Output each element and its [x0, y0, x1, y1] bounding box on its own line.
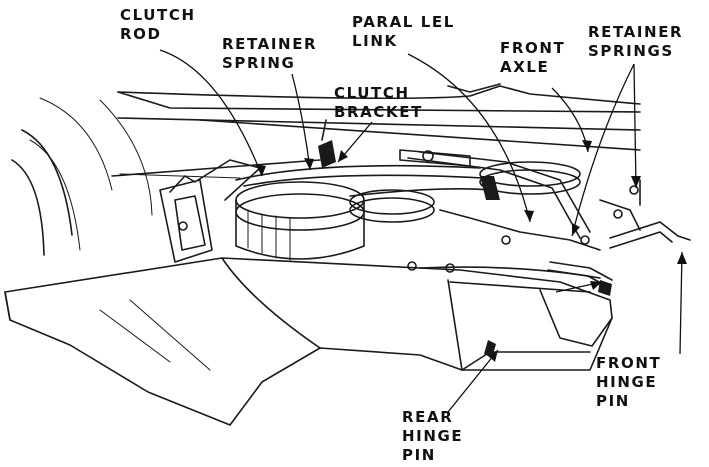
- clutch-bracket: [111, 119, 336, 177]
- mower-deck: [4, 257, 613, 426]
- right-assembly: [599, 179, 691, 249]
- front-hinge-rod: [547, 261, 613, 296]
- drive-belt: [235, 164, 491, 197]
- pulleys: [235, 161, 581, 261]
- leader-lines: [159, 49, 687, 413]
- left-bracket: [159, 159, 261, 263]
- parallel-link: [407, 151, 601, 251]
- tire-outline: [11, 97, 153, 256]
